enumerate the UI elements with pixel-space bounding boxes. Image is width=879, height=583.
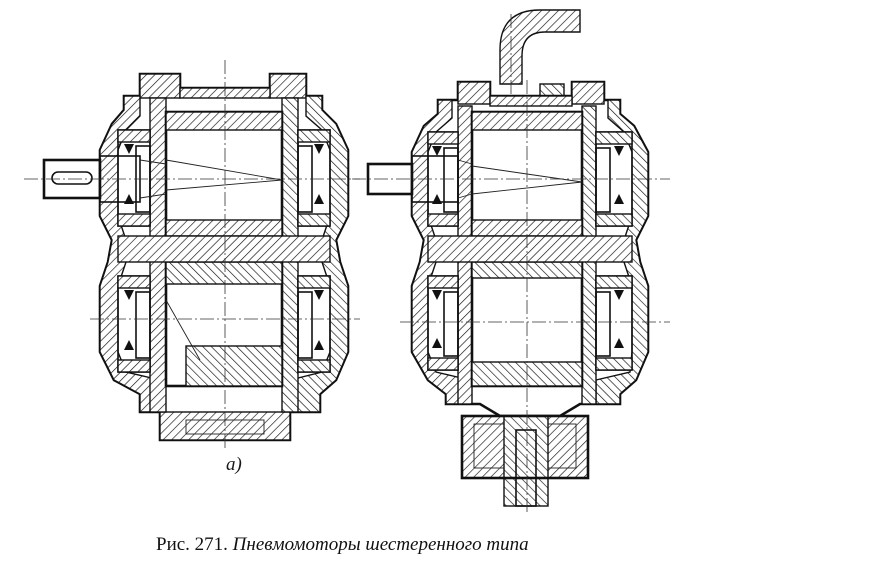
bearing-b-lower-right	[595, 275, 633, 371]
outlet-fitting	[460, 414, 590, 507]
caption-title: Пневмомоторы шестеренного типа	[232, 534, 529, 555]
gear-motor-a	[24, 60, 360, 450]
bearing-lower-left	[117, 275, 151, 373]
bearing-lower-right	[297, 275, 331, 373]
figure-caption: Рис. 271. Пневмомоторы шестеренного типа	[156, 534, 529, 556]
subfigure-label-a: a)	[226, 454, 242, 475]
bearing-upper-left	[117, 129, 151, 227]
caption-number: Рис. 271.	[156, 534, 228, 555]
gear-motor-b	[352, 9, 670, 512]
bearing-b-lower-left	[427, 275, 459, 371]
bearing-b-upper-right	[595, 131, 633, 227]
bearing-upper-right	[297, 129, 331, 227]
inlet-pipe	[499, 9, 581, 85]
